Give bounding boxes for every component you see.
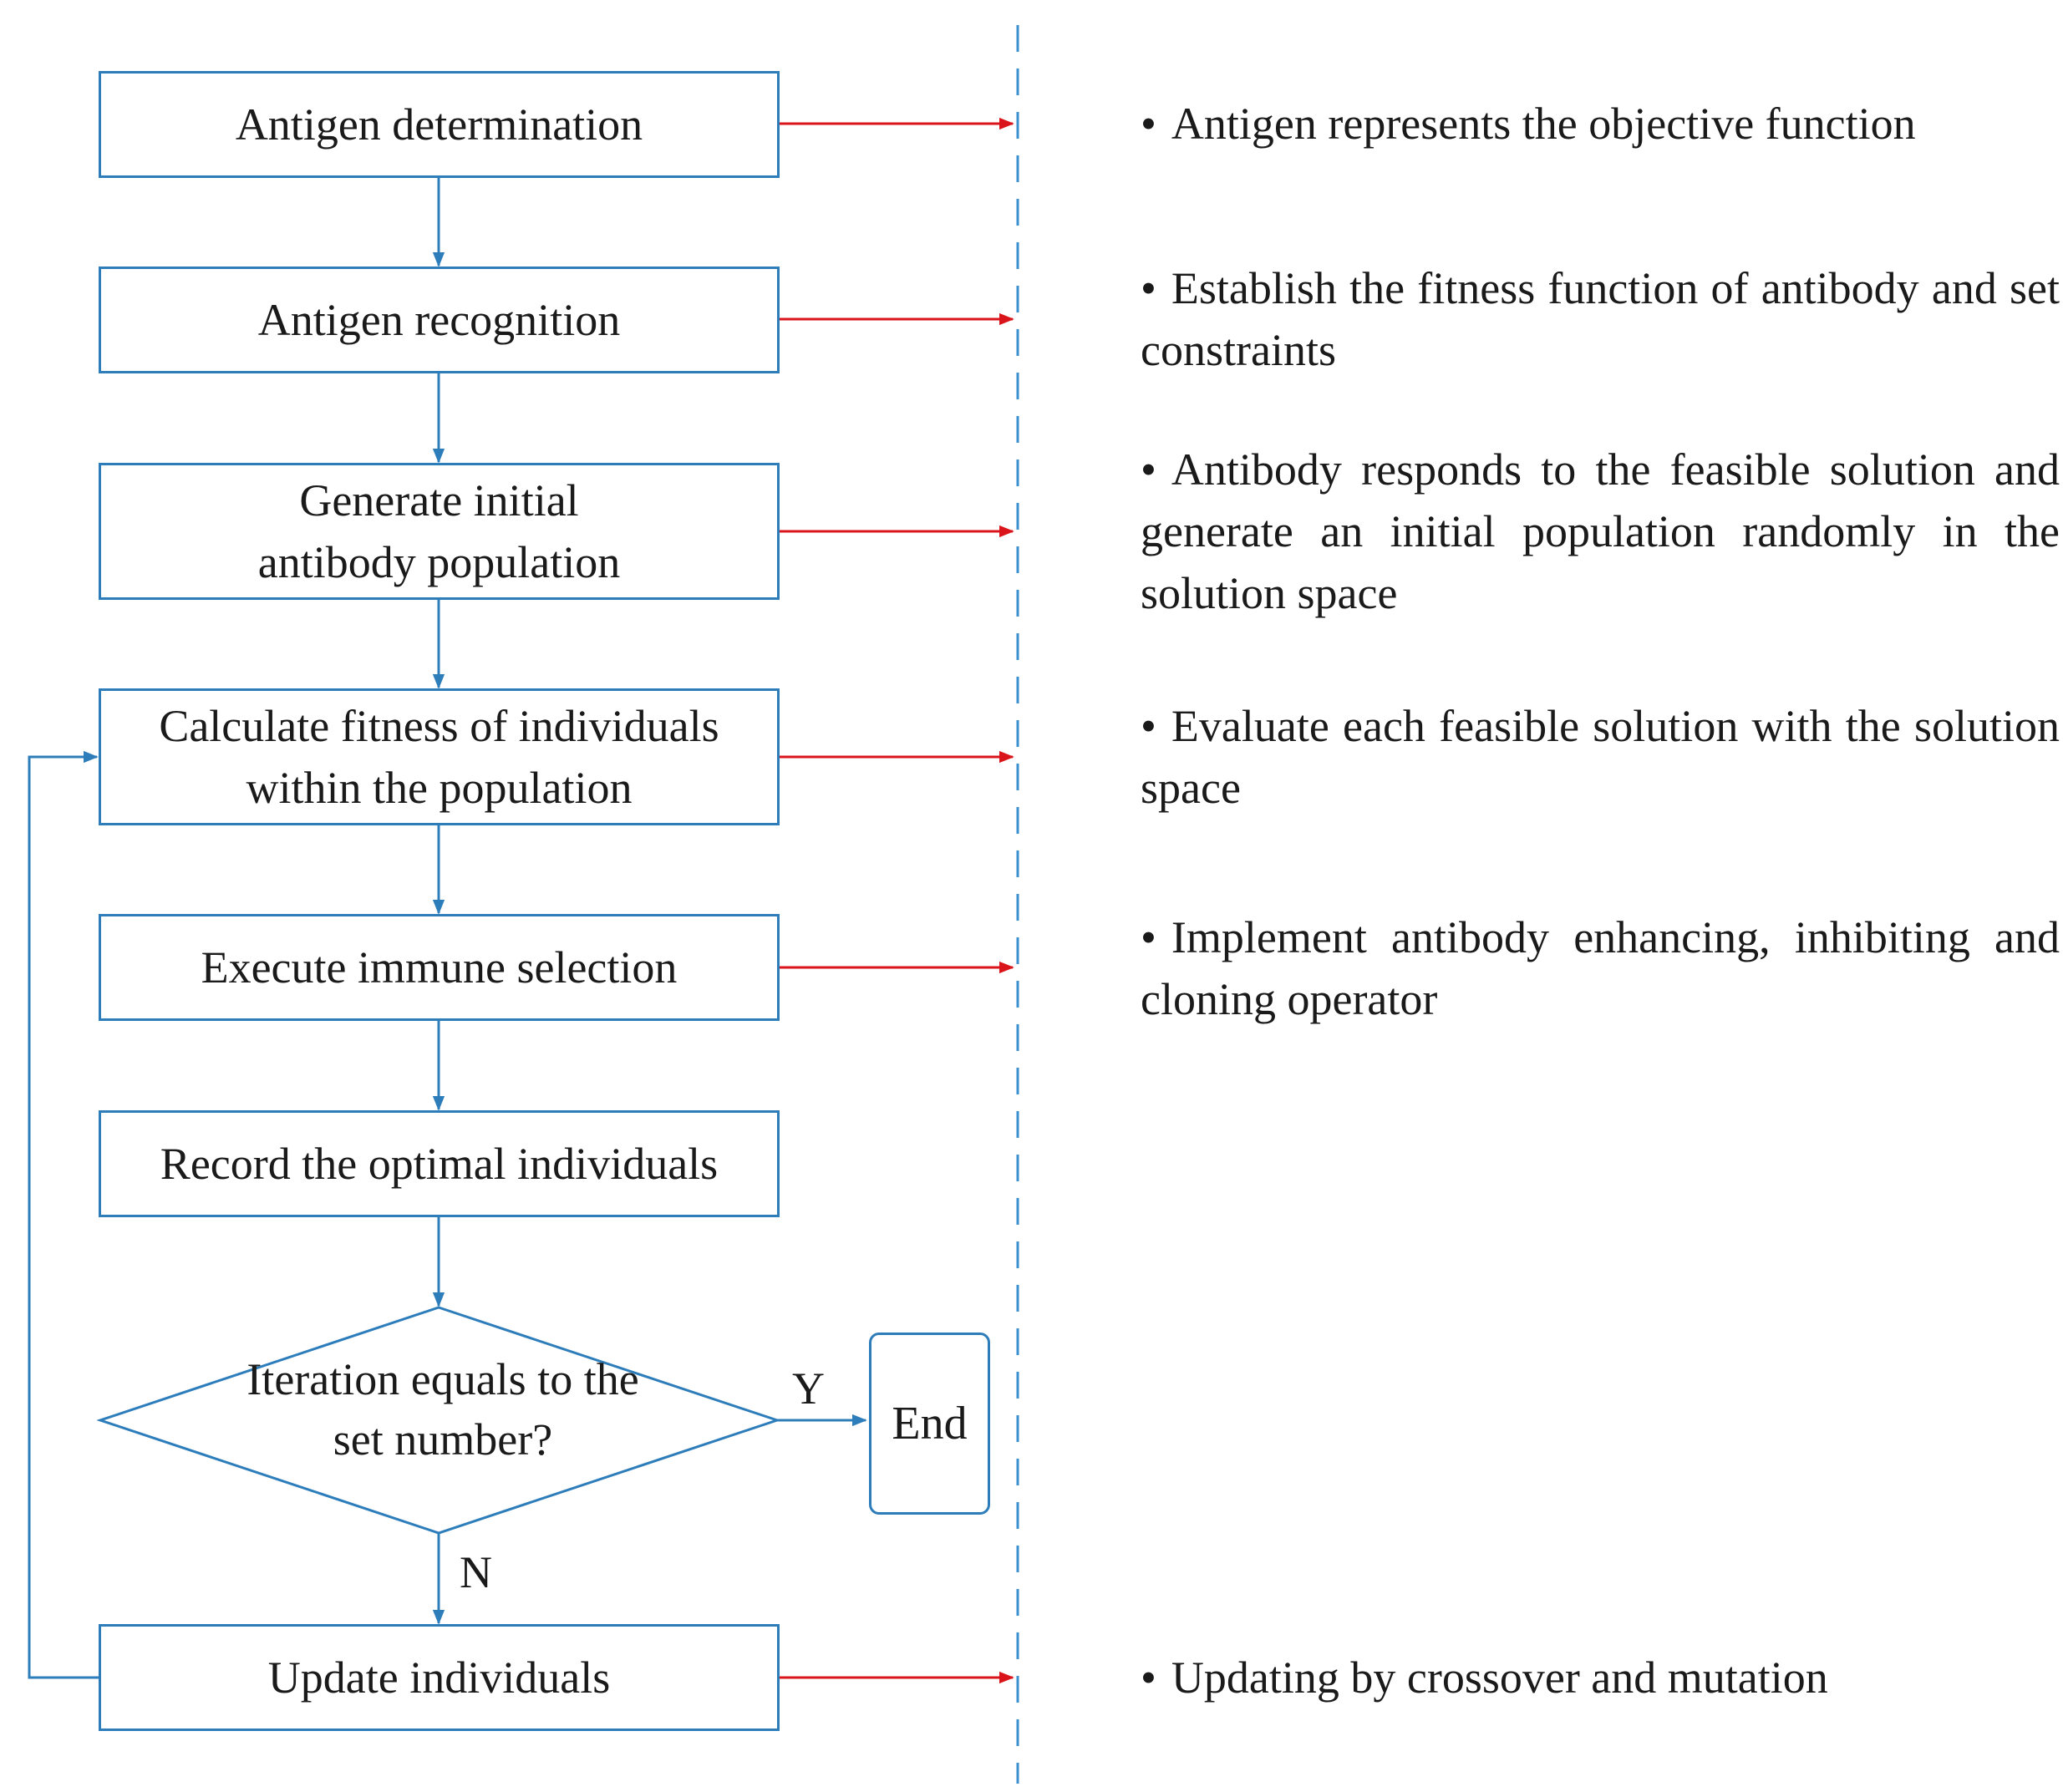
note-generate-initial-text: Antibody responds to the feasible soluti… (1141, 444, 2060, 618)
step-immune-selection-label: Execute immune selection (201, 942, 678, 992)
note-bullet: • (1141, 1652, 1156, 1703)
step-record-optimal: Record the optimal individuals (99, 1110, 780, 1217)
step-update-individuals-label: Update individuals (267, 1652, 611, 1703)
decision-question: Iteration equals to the set number? (246, 1354, 639, 1465)
note-antigen-determination: • Antigen represents the objective functi… (1141, 93, 2060, 155)
end-terminal: End (869, 1333, 990, 1515)
note-bullet: • (1141, 912, 1156, 962)
step-antigen-determination-label: Antigen determination (235, 99, 643, 150)
loop-back-arrow (28, 750, 100, 1679)
step-antigen-recognition: Antigen recognition (99, 267, 780, 373)
step-update-individuals: Update individuals (99, 1624, 780, 1731)
note-bullet: • (1141, 701, 1156, 751)
end-label: End (892, 1398, 968, 1449)
step-record-optimal-label: Record the optimal individuals (160, 1139, 719, 1189)
step-generate-initial-population: Generate initial antibody population (99, 463, 780, 600)
note-immune-selection-text: Implement antibody enhancing, inhibiting… (1141, 912, 2060, 1024)
note-bullet: • (1141, 99, 1156, 149)
note-antigen-determination-text: Antigen represents the objective functio… (1171, 99, 1916, 149)
note-bullet: • (1141, 444, 1156, 495)
note-antigen-recognition-text: Establish the fitness function of antibo… (1141, 263, 2060, 375)
step-calculate-fitness: Calculate fitness of individuals within … (99, 688, 780, 825)
note-update-individuals-text: Updating by crossover and mutation (1171, 1652, 1828, 1703)
step-immune-selection: Execute immune selection (99, 914, 780, 1021)
step-calculate-fitness-label: Calculate fitness of individuals within … (159, 701, 719, 813)
note-bullet: • (1141, 263, 1156, 313)
note-generate-initial: •Antibody responds to the feasible solut… (1141, 439, 2060, 624)
step-generate-initial-population-label: Generate initial antibody population (257, 475, 621, 587)
note-update-individuals: • Updating by crossover and mutation (1141, 1647, 2060, 1708)
note-calculate-fitness-text: Evaluate each feasible solution with the… (1141, 701, 2060, 813)
step-antigen-determination: Antigen determination (99, 71, 780, 178)
note-calculate-fitness: •Evaluate each feasible solution with th… (1141, 695, 2060, 819)
yes-label: Y (792, 1363, 825, 1414)
no-label: N (460, 1547, 492, 1597)
step-antigen-recognition-label: Antigen recognition (257, 295, 621, 345)
note-immune-selection: •Implement antibody enhancing, inhibitin… (1141, 906, 2060, 1030)
note-antigen-recognition: •Establish the fitness function of antib… (1141, 257, 2060, 381)
